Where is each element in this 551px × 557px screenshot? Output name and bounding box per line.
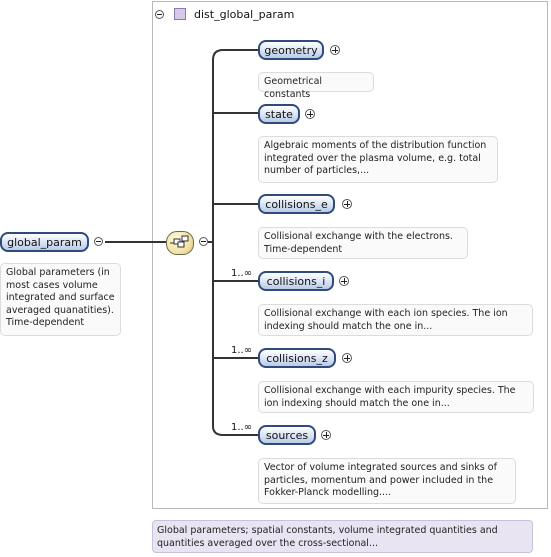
expand-icon[interactable] [321,430,331,440]
element-name: geometry [264,43,318,57]
type-name: dist_global_param [194,7,295,21]
expand-icon[interactable] [305,109,315,119]
type-doc: Global parameters; spatial constants, vo… [152,520,533,553]
element-doc-collisions-z: Collisional exchange with each impurity … [258,381,534,413]
element-node-geometry[interactable]: geometry [258,40,324,60]
sequence-bus [212,49,224,436]
collapse-icon[interactable] [199,237,208,246]
element-doc-state: Algebraic moments of the distribution fu… [258,136,498,183]
type-header: dist_global_param [155,5,294,23]
element-node-collisions-i[interactable]: collisions_i [258,271,334,291]
element-name: collisions_e [265,197,328,211]
expand-icon[interactable] [342,353,352,363]
element-doc-geometry: Geometrical constants [258,72,374,100]
element-doc-collisions-e: Collisional exchange with the electrons.… [258,227,468,259]
root-doc: Global parameters (in most cases volume … [0,263,121,336]
root-element-node[interactable]: global_param [0,232,89,252]
element-name: sources [265,428,309,442]
sequence-compositor-icon[interactable] [166,231,194,255]
expand-icon[interactable] [342,199,352,209]
element-doc-sources: Vector of volume integrated sources and … [258,458,516,504]
element-node-sources[interactable]: sources [258,425,316,445]
element-name: state [265,107,293,121]
element-node-collisions-e[interactable]: collisions_e [258,194,335,214]
expand-icon[interactable] [330,45,340,55]
multiplicity-label: 1..∞ [231,268,253,279]
expand-icon[interactable] [339,276,349,286]
element-name: collisions_z [266,351,328,365]
multiplicity-label: 1..∞ [231,422,253,433]
collapse-icon[interactable] [94,237,103,246]
root-element-name: global_param [7,235,82,249]
element-name: collisions_i [266,274,326,288]
element-doc-collisions-i: Collisional exchange with each ion speci… [258,304,533,336]
type-icon [174,8,186,20]
collapse-icon[interactable] [155,9,164,19]
element-node-state[interactable]: state [258,104,300,124]
element-node-collisions-z[interactable]: collisions_z [258,348,336,368]
multiplicity-label: 1..∞ [231,345,253,356]
